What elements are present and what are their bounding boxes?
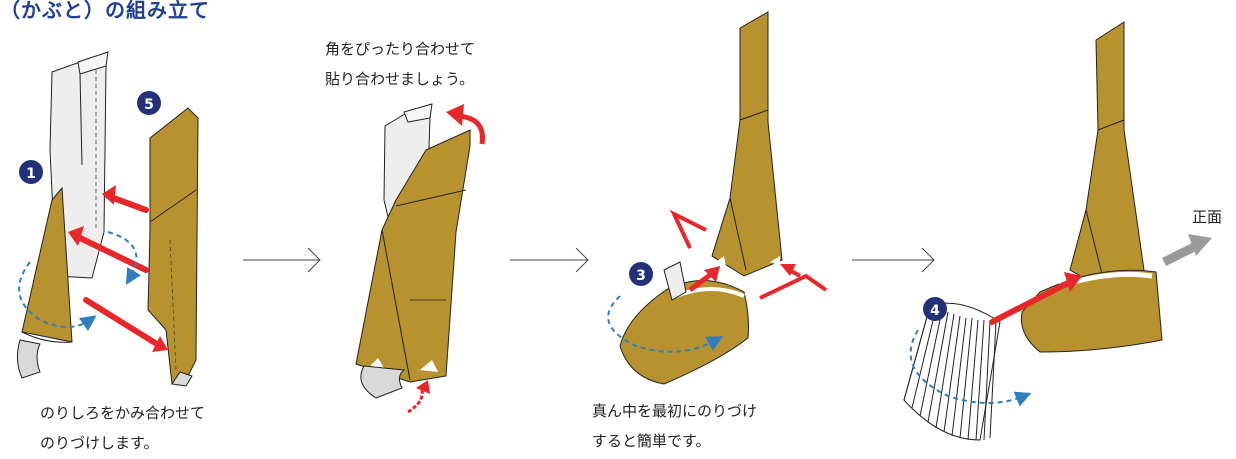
red-curved-arrow — [407, 389, 424, 414]
step-badge: 5 — [137, 91, 161, 115]
red-arrow — [669, 209, 707, 249]
badge-number: 5 — [144, 97, 154, 113]
gold-neck-part — [711, 11, 783, 277]
red-arrow — [989, 279, 1073, 325]
fan-skirt-part — [903, 302, 1001, 441]
step-badge: 3 — [629, 262, 653, 286]
pillar-top — [77, 51, 109, 75]
caption-line: 真ん中を最初にのりづけ — [592, 402, 758, 420]
step2-figure — [355, 103, 485, 414]
gold-shoulder-part — [1020, 269, 1163, 353]
red-arrow — [73, 233, 149, 273]
rotation-arc-icon — [909, 329, 1032, 407]
red-arrowhead — [152, 336, 168, 352]
badge-number: 3 — [636, 268, 646, 284]
step4-figure — [903, 21, 1212, 441]
caption-line: すると簡単です。 — [592, 432, 711, 450]
gold-neck-part — [1069, 21, 1145, 287]
tab-piece — [16, 339, 41, 379]
rotation-arc-icon — [607, 295, 723, 353]
step1-figure — [16, 51, 199, 387]
step-badge: 1 — [19, 160, 43, 184]
step1-caption: のりしろをかみ合わせて のりづけします。 — [40, 398, 205, 458]
caption-line: のりしろをかみ合わせて — [40, 404, 206, 422]
step3-figure — [607, 11, 828, 385]
rotation-arc-icon — [18, 261, 97, 332]
badge-number: 1 — [26, 166, 36, 182]
next-step-arrow — [510, 247, 589, 273]
caption-line: 貼り合わせましょう。 — [325, 70, 475, 88]
red-arrow — [759, 273, 828, 300]
caption-line: 角をぴったり合わせて — [325, 40, 476, 58]
caption-line: のりづけします。 — [40, 434, 159, 452]
step-badge: 4 — [923, 297, 947, 321]
step2-caption: 角をぴったり合わせて 貼り合わせましょう。 — [325, 34, 475, 94]
front-direction-arrow — [1161, 241, 1199, 267]
red-arrow — [83, 297, 163, 349]
gold-shoulder-part — [619, 280, 749, 385]
front-label: 正面 — [1192, 208, 1222, 226]
step3-caption: 真ん中を最初にのりづけ すると簡単です。 — [592, 396, 757, 456]
badge-number: 4 — [930, 303, 940, 319]
tab-piece — [360, 365, 406, 399]
gold-body-part — [355, 129, 471, 383]
page-title: （かぶと）の組み立て — [0, 0, 210, 22]
red-arrowhead — [102, 185, 116, 205]
next-step-arrow — [852, 247, 935, 273]
rotation-arc-icon — [107, 231, 141, 285]
red-arrowhead — [68, 226, 84, 246]
next-step-arrow — [243, 247, 321, 273]
